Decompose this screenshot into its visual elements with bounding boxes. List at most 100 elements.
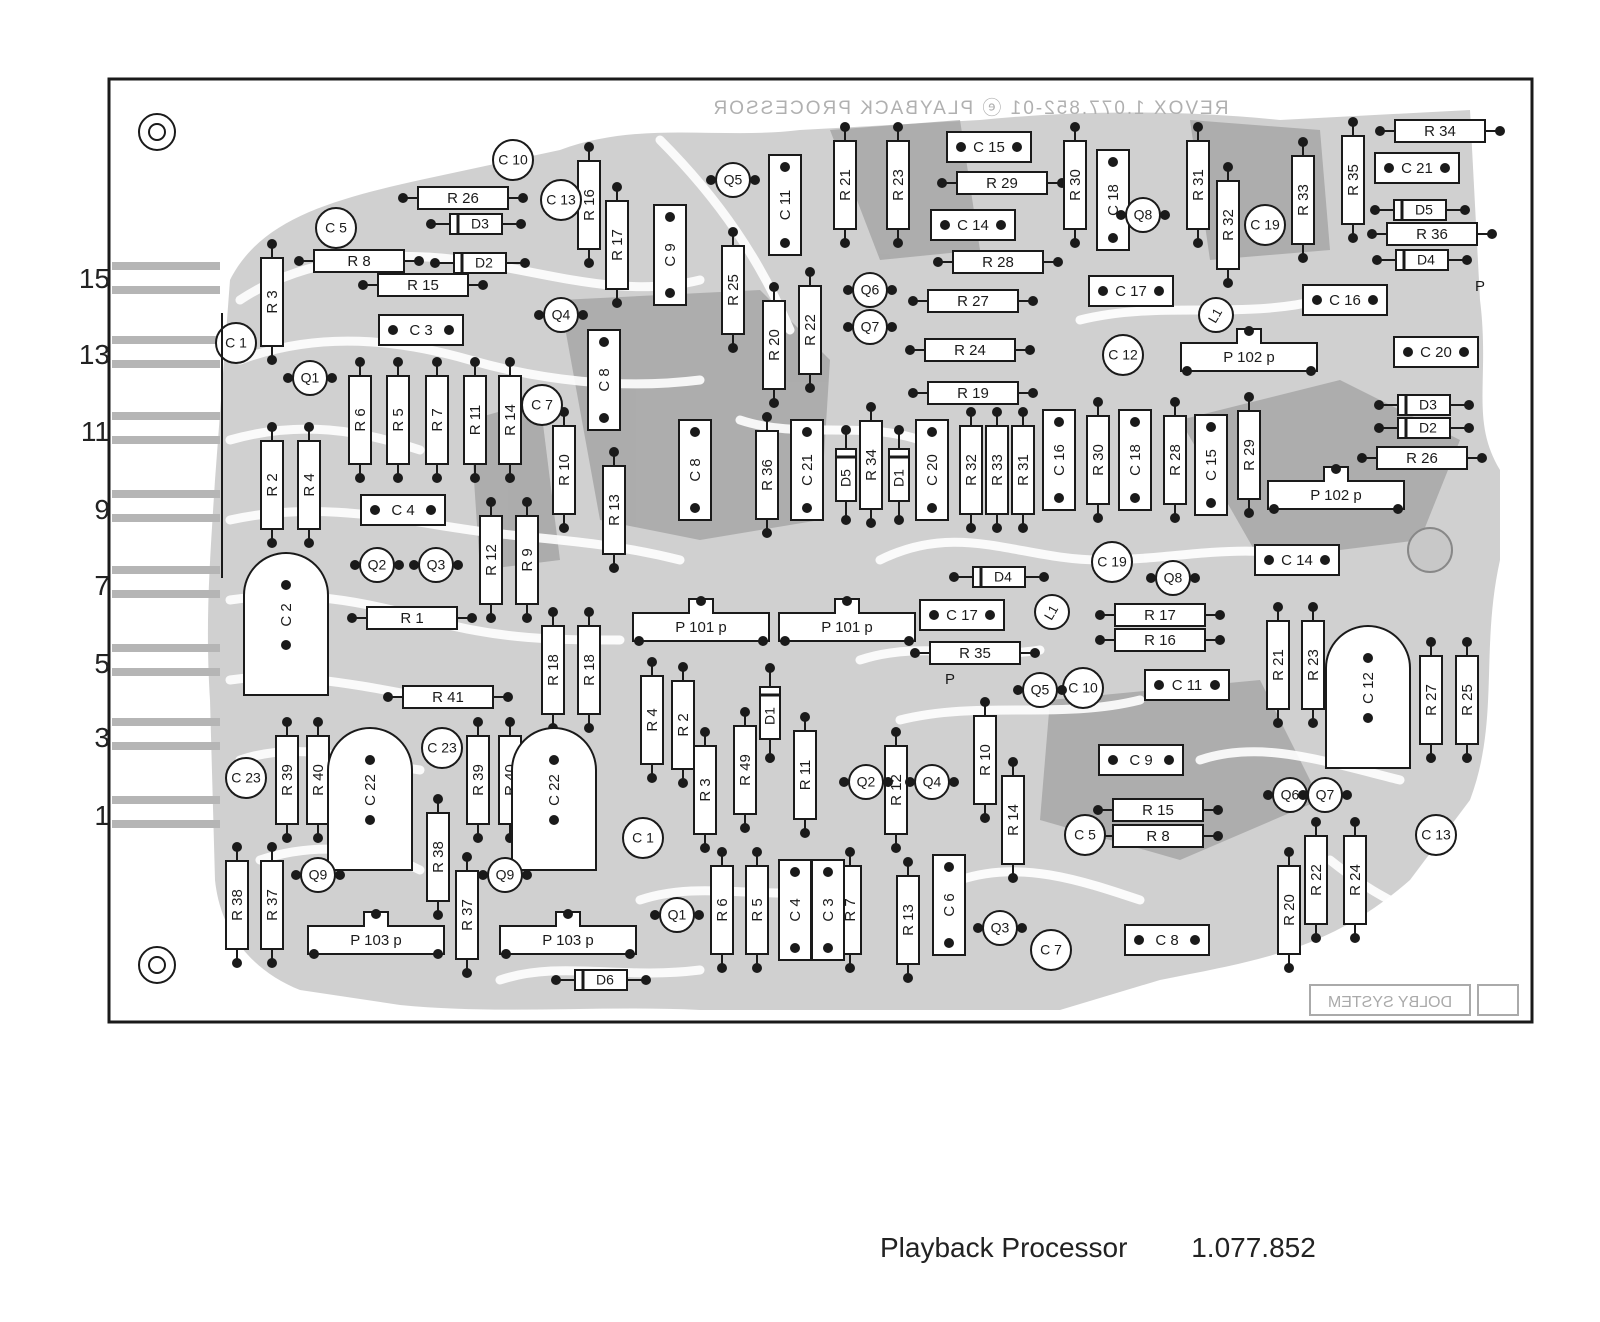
resistor: R 7 bbox=[425, 357, 449, 483]
capacitor: C 11 bbox=[768, 154, 802, 256]
resistor: R 32 bbox=[959, 407, 983, 533]
svg-text:C 17: C 17 bbox=[1115, 283, 1147, 300]
svg-text:R 24: R 24 bbox=[1347, 864, 1364, 896]
resistor: R 26 bbox=[398, 186, 528, 210]
svg-text:C 15: C 15 bbox=[1203, 449, 1220, 481]
svg-text:C 1: C 1 bbox=[225, 335, 247, 351]
mounting-holes bbox=[138, 113, 176, 984]
capacitor: C 14 bbox=[1254, 544, 1340, 576]
capacitor: C 10 bbox=[1062, 667, 1104, 709]
svg-text:D5: D5 bbox=[838, 469, 854, 487]
resistor: R 40 bbox=[306, 717, 330, 843]
resistor: R 2 bbox=[671, 662, 695, 788]
svg-text:C 22: C 22 bbox=[546, 774, 563, 806]
resistor: R 10 bbox=[552, 407, 576, 533]
resistor: R 4 bbox=[297, 422, 321, 548]
resistor: R 11 bbox=[463, 357, 487, 483]
svg-text:C 7: C 7 bbox=[531, 397, 553, 413]
row-label: 1 bbox=[94, 800, 110, 831]
resistor: R 21 bbox=[833, 122, 857, 248]
svg-text:Q6: Q6 bbox=[861, 282, 880, 298]
svg-text:R 8: R 8 bbox=[1146, 828, 1169, 845]
trimmer-potentiometer: P 102 p bbox=[1267, 464, 1405, 514]
resistor: R 49 bbox=[733, 707, 757, 833]
resistor: R 5 bbox=[386, 357, 410, 483]
svg-text:R 20: R 20 bbox=[1281, 894, 1298, 926]
transistor: Q8 bbox=[1116, 197, 1170, 233]
test-point-label: P bbox=[1475, 278, 1485, 295]
svg-text:Q9: Q9 bbox=[496, 867, 515, 883]
trimmer-potentiometer: P 101 p bbox=[632, 596, 770, 646]
capacitor: C 19 bbox=[1244, 204, 1286, 246]
silkscreen-title-group: REVOX 1.077.852-01 ⓔ PLAYBACK PROCESSOR bbox=[712, 97, 1229, 119]
svg-text:R 4: R 4 bbox=[301, 473, 318, 496]
svg-text:C 3: C 3 bbox=[409, 322, 432, 339]
resistor: R 31 bbox=[1186, 122, 1210, 248]
svg-text:C 12: C 12 bbox=[1360, 672, 1377, 704]
resistor: R 29 bbox=[1237, 392, 1261, 518]
capacitor: C 3 bbox=[811, 859, 845, 961]
transistor: Q7 bbox=[1298, 777, 1352, 813]
capacitor: C 22 bbox=[327, 727, 413, 871]
row-label: 15 bbox=[78, 263, 110, 294]
svg-text:R 40: R 40 bbox=[310, 764, 327, 796]
capacitor: C 1 bbox=[622, 817, 664, 859]
svg-text:R 30: R 30 bbox=[1090, 444, 1107, 476]
svg-text:R 9: R 9 bbox=[519, 548, 536, 571]
diode: D5 bbox=[1370, 199, 1470, 221]
resistor: R 11 bbox=[793, 712, 817, 838]
svg-text:Q9: Q9 bbox=[309, 867, 328, 883]
svg-text:Q7: Q7 bbox=[1316, 787, 1335, 803]
row-label: 3 bbox=[94, 722, 110, 753]
resistor: R 3 bbox=[260, 239, 284, 365]
resistor: R 23 bbox=[886, 122, 910, 248]
svg-text:C 7: C 7 bbox=[1040, 942, 1062, 958]
resistor: R 35 bbox=[910, 641, 1040, 665]
svg-text:C 1: C 1 bbox=[632, 830, 654, 846]
svg-text:R 18: R 18 bbox=[545, 654, 562, 686]
transistor: Q8 bbox=[1146, 560, 1200, 596]
svg-text:R 32: R 32 bbox=[1220, 209, 1237, 241]
diode: D6 bbox=[551, 969, 651, 991]
capacitor: C 10 bbox=[492, 139, 534, 181]
capacitor: C 16 bbox=[1302, 284, 1388, 316]
resistor: R 18 bbox=[541, 607, 565, 733]
svg-text:C 22: C 22 bbox=[362, 774, 379, 806]
svg-text:Q3: Q3 bbox=[991, 920, 1010, 936]
svg-text:R 10: R 10 bbox=[556, 454, 573, 486]
svg-text:C 11: C 11 bbox=[1172, 677, 1203, 694]
svg-text:C 20: C 20 bbox=[924, 454, 941, 486]
svg-text:R 26: R 26 bbox=[1406, 450, 1438, 467]
svg-text:L1: L1 bbox=[1041, 602, 1061, 622]
resistor: R 28 bbox=[1163, 397, 1187, 523]
capacitor: C 8 bbox=[678, 419, 712, 521]
svg-text:C 3: C 3 bbox=[820, 898, 837, 921]
svg-text:C 18: C 18 bbox=[1105, 184, 1122, 216]
svg-text:Q2: Q2 bbox=[857, 774, 876, 790]
capacitor: C 21 bbox=[1374, 152, 1460, 184]
svg-text:R 28: R 28 bbox=[982, 254, 1014, 271]
capacitor: C 9 bbox=[1098, 744, 1184, 776]
svg-text:R 23: R 23 bbox=[890, 169, 907, 201]
capacitor: C 4 bbox=[778, 859, 812, 961]
diode: D3 bbox=[426, 213, 526, 235]
svg-text:R 5: R 5 bbox=[390, 408, 407, 431]
resistor: R 38 bbox=[225, 842, 249, 968]
svg-text:Q8: Q8 bbox=[1164, 570, 1183, 586]
svg-text:R 39: R 39 bbox=[279, 764, 296, 796]
svg-text:R 15: R 15 bbox=[1142, 802, 1174, 819]
resistor: R 34 bbox=[1375, 119, 1505, 143]
capacitor: C 13 bbox=[540, 179, 582, 221]
svg-text:R 30: R 30 bbox=[1067, 169, 1084, 201]
svg-text:R 7: R 7 bbox=[842, 898, 859, 921]
resistor: R 20 bbox=[762, 282, 786, 408]
svg-text:Q5: Q5 bbox=[724, 172, 743, 188]
diode: D5 bbox=[835, 425, 857, 525]
svg-text:Q2: Q2 bbox=[368, 557, 387, 573]
resistor: R 24 bbox=[905, 338, 1035, 362]
svg-text:C 12: C 12 bbox=[1108, 347, 1138, 363]
svg-text:C 2: C 2 bbox=[278, 603, 295, 626]
resistor: R 15 bbox=[1093, 798, 1223, 822]
svg-text:D4: D4 bbox=[1417, 252, 1435, 268]
transistor: Q3 bbox=[409, 547, 463, 583]
